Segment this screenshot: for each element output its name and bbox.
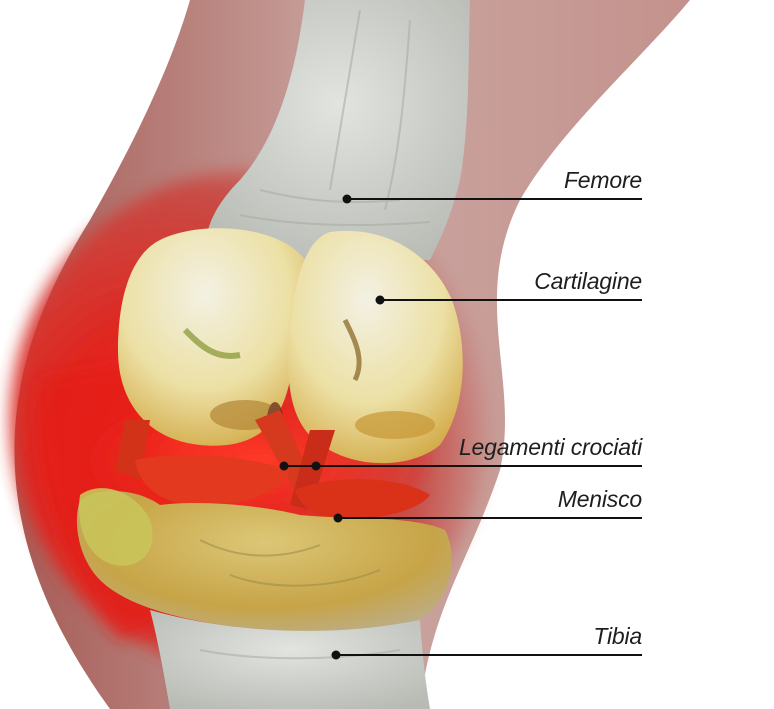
label-cartilagine: Cartilagine: [534, 268, 642, 295]
label-legamenti-crociati: Legamenti crociati: [459, 434, 642, 461]
label-menisco: Menisco: [558, 486, 642, 513]
label-femore: Femore: [564, 167, 642, 194]
label-tibia: Tibia: [593, 623, 642, 650]
